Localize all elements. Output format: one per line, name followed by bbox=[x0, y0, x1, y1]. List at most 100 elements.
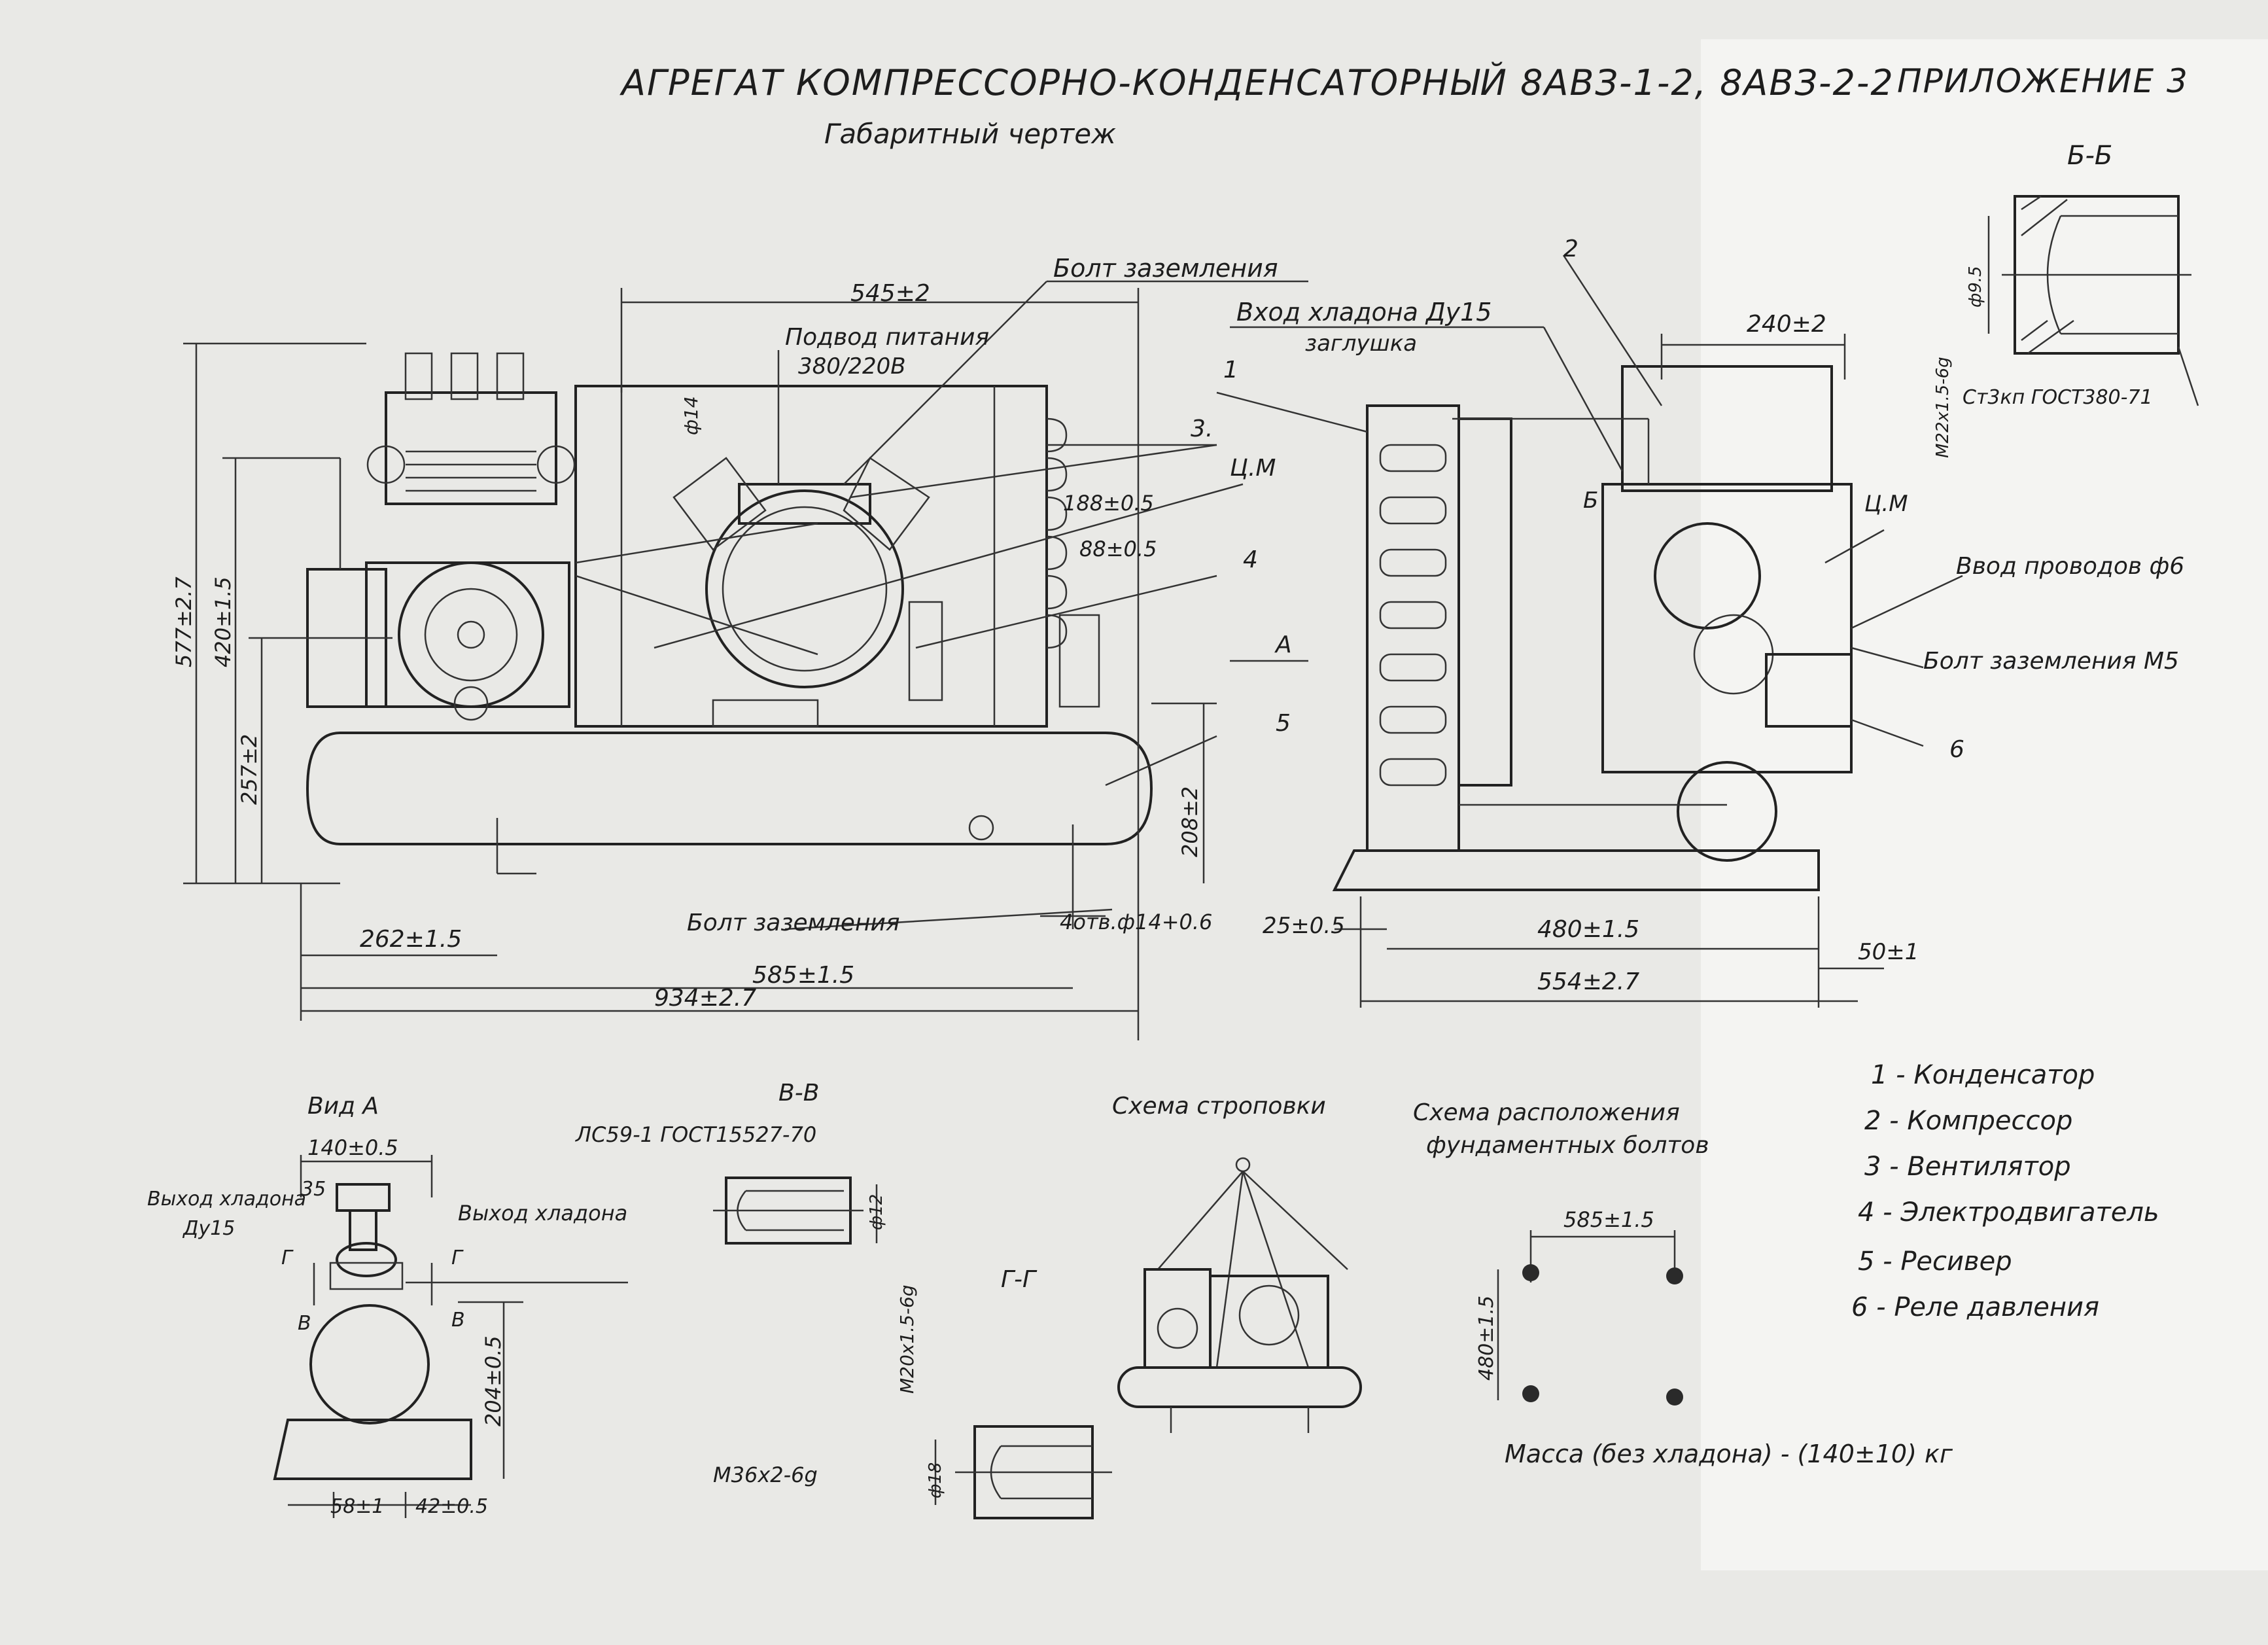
sling-rope bbox=[1242, 1171, 1310, 1368]
motor-housing bbox=[705, 489, 904, 688]
view-a-dim-left: 58±1 bbox=[330, 1495, 385, 1518]
dim-188: 188±0.5 bbox=[1063, 491, 1154, 516]
sling-compressor bbox=[1143, 1268, 1212, 1369]
foundation-dim-h: 585±1.5 bbox=[1563, 1207, 1654, 1232]
dim-phi14: ф14 bbox=[680, 396, 702, 435]
ground-bolt-m5-label: Болт заземления М5 bbox=[1923, 648, 2179, 675]
section-bb-hatch bbox=[2021, 195, 2074, 355]
callout-1: 1 bbox=[1223, 357, 1238, 383]
compressor-flywheel bbox=[398, 561, 544, 708]
sling-motor-circle bbox=[1238, 1284, 1300, 1346]
ground-bolt-label-top: Болт заземления bbox=[1053, 254, 1278, 283]
callout-3: 3. bbox=[1191, 416, 1213, 442]
base-section bbox=[273, 1419, 472, 1480]
valve-stub bbox=[450, 352, 479, 400]
callout-2: 2 bbox=[1563, 236, 1579, 262]
compressor-hub bbox=[424, 588, 518, 682]
terminal-box bbox=[738, 483, 871, 525]
section-bb-body bbox=[2014, 195, 2180, 355]
callout-6: 6 bbox=[1949, 736, 1964, 763]
belt bbox=[575, 522, 818, 564]
condenser-coils bbox=[1046, 417, 1068, 649]
side-base bbox=[1332, 849, 1820, 891]
view-arrow-a: А bbox=[1276, 631, 1292, 658]
compressor-head bbox=[385, 391, 557, 505]
view-a-drawing bbox=[273, 1155, 628, 1518]
sling-rope bbox=[1215, 1171, 1244, 1368]
dim-side-top: 240±2 bbox=[1747, 311, 1826, 338]
mark-g-right: Г bbox=[451, 1247, 462, 1269]
mark-v-left: В bbox=[298, 1312, 311, 1335]
legend-item: 2 - Компрессор bbox=[1864, 1106, 2073, 1136]
compressor-shaft bbox=[457, 620, 485, 649]
section-vv-title: В-В bbox=[778, 1080, 820, 1106]
section-bb-drawing bbox=[1987, 195, 2199, 406]
ground-bolt-label-bottom: Болт заземления bbox=[687, 910, 900, 936]
condenser-tubes bbox=[1379, 444, 1447, 787]
foundation-title-1: Схема расположения bbox=[1413, 1099, 1680, 1126]
dim-side-total: 554±2.7 bbox=[1537, 968, 1640, 995]
section-gg-drawing bbox=[934, 1425, 1112, 1519]
legend-item: 5 - Ресивер bbox=[1858, 1247, 2012, 1277]
side-view-drawing bbox=[1216, 255, 1963, 1008]
bolt-hole bbox=[1522, 1264, 1539, 1281]
side-pulley bbox=[1654, 522, 1761, 629]
inlet-label: Вход хладона Ду15 bbox=[1236, 298, 1492, 327]
side-leaders bbox=[1216, 255, 1963, 747]
dim-left-offset: 262±1.5 bbox=[360, 926, 462, 953]
valve-port bbox=[329, 1262, 404, 1290]
section-vv-material: ЛС59-1 ГОСТ15527-70 bbox=[576, 1122, 817, 1147]
valve-body bbox=[336, 1242, 397, 1277]
view-a-outlet-size: Ду15 bbox=[183, 1217, 236, 1240]
power-supply-label: Подвод питания bbox=[785, 324, 990, 351]
receiver-end bbox=[309, 1304, 430, 1424]
view-a-outlet-label-2: Выход хладона bbox=[458, 1201, 628, 1226]
section-gg-body bbox=[973, 1425, 1094, 1519]
view-a-dim-top: 140±0.5 bbox=[307, 1135, 398, 1160]
appendix-label: ПРИЛОЖЕНИЕ 3 bbox=[1897, 62, 2189, 100]
sight-glass bbox=[908, 601, 943, 701]
dim-side-left: 25±0.5 bbox=[1263, 913, 1345, 939]
valve-stub bbox=[496, 352, 525, 400]
mass-note: Масса (без хладона) - (140±10) кг bbox=[1505, 1440, 1953, 1468]
section-bb-note: Ст3кп ГОСТ380-71 bbox=[1963, 386, 2153, 409]
valve-stub bbox=[404, 352, 433, 400]
section-gg-thread: М36х2-6g bbox=[713, 1462, 818, 1487]
mark-v-right: В bbox=[451, 1309, 465, 1332]
view-a-outlet-label: Выход хладона bbox=[147, 1188, 307, 1211]
compressor-body bbox=[365, 561, 570, 708]
drain-plug bbox=[968, 815, 994, 841]
foundation-dim-v: 480±1.5 bbox=[1475, 1295, 1498, 1381]
front-view-drawing bbox=[183, 280, 1308, 1040]
bolt-hole bbox=[1666, 1267, 1683, 1284]
mark-g-left: Г bbox=[281, 1247, 292, 1269]
sling-title: Схема строповки bbox=[1112, 1093, 1326, 1120]
dim-side-right: 50±1 bbox=[1858, 939, 1919, 965]
fan-blade bbox=[672, 457, 767, 551]
legend-item: 6 - Реле давления bbox=[1851, 1292, 2100, 1322]
motor-end bbox=[1693, 614, 1774, 695]
section-gg-title: Г-Г bbox=[1001, 1266, 1036, 1293]
side-receiver bbox=[1677, 761, 1777, 862]
dim-height-mid: 420±1.5 bbox=[211, 576, 236, 667]
callout-cm-side: Ц.М bbox=[1864, 491, 1908, 517]
fan-guard bbox=[1457, 417, 1512, 787]
legend-item: 3 - Вентилятор bbox=[1864, 1152, 2071, 1182]
belt bbox=[575, 575, 818, 656]
section-bb-title: Б-Б bbox=[2067, 141, 2113, 171]
condenser-frame bbox=[574, 385, 1048, 728]
drawing-subtitle: Габаритный чертеж bbox=[824, 118, 1116, 150]
view-a-dim-35: 35 bbox=[301, 1178, 326, 1201]
section-bb-thread: М22х1.5-6g bbox=[1933, 357, 1953, 458]
foundation-title-2: фундаментных болтов bbox=[1426, 1132, 1709, 1159]
view-a-dim-right: 42±0.5 bbox=[415, 1495, 489, 1518]
view-a-dim-height: 204±0.5 bbox=[481, 1335, 506, 1426]
service-valve bbox=[366, 445, 406, 484]
plug-label: заглушка bbox=[1305, 330, 1418, 357]
valve-handwheel bbox=[336, 1183, 391, 1212]
section-vv-drawing bbox=[713, 1176, 878, 1245]
sling-rope bbox=[1157, 1171, 1244, 1270]
sling-receiver bbox=[1117, 1366, 1362, 1408]
pressure-relay-box bbox=[1765, 653, 1853, 728]
